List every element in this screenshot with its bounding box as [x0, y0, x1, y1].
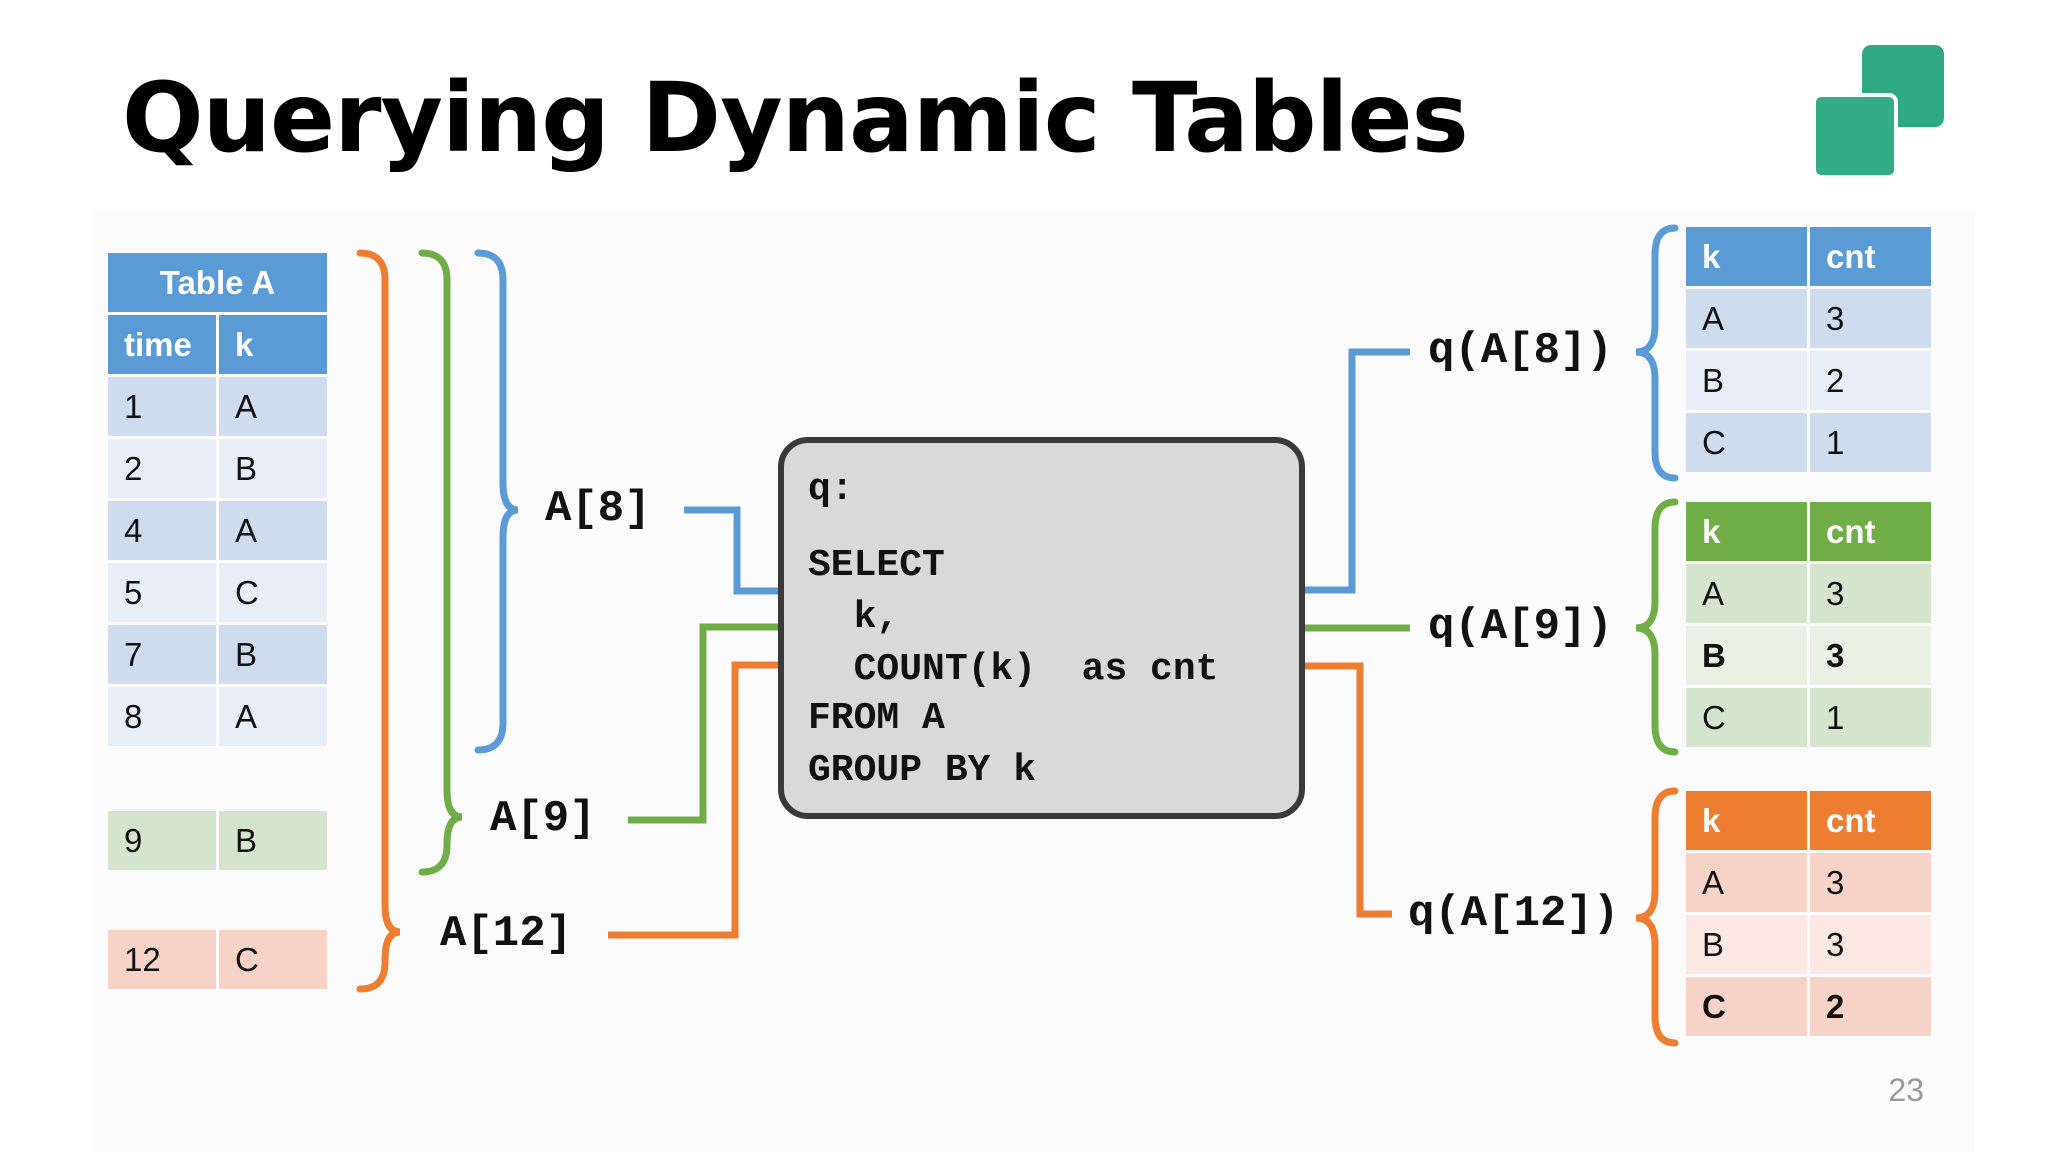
table-cell: B: [1686, 915, 1807, 974]
table-cell: 1: [108, 377, 216, 436]
table-a-header-k: k: [219, 315, 327, 374]
result-header-k: k: [1686, 791, 1807, 850]
label-q-a9: q(A[9]): [1428, 602, 1613, 652]
table-cell: 4: [108, 501, 216, 560]
brace-a8: [474, 249, 519, 754]
query-line: k,: [808, 596, 900, 639]
query-line: FROM A: [808, 697, 945, 740]
query-name: q:: [808, 468, 854, 511]
brace-result-9: [1635, 498, 1679, 756]
table-cell: 3: [1810, 626, 1931, 685]
label-q-a8: q(A[8]): [1428, 326, 1613, 376]
brace-result-12: [1635, 787, 1679, 1047]
table-cell: 8: [108, 687, 216, 746]
brace-result-8: [1635, 224, 1679, 482]
table-cell: B: [219, 625, 327, 684]
table-cell: 2: [1810, 351, 1931, 410]
wire-a9-in: [628, 623, 778, 824]
table-cell: 5: [108, 563, 216, 622]
table-cell: A: [1686, 289, 1807, 348]
table-cell: A: [1686, 564, 1807, 623]
wire-a12-in: [608, 661, 778, 939]
table-cell: 3: [1810, 853, 1931, 912]
query-line: SELECT: [808, 544, 945, 587]
table-cell: B: [219, 811, 327, 870]
brace-a9: [418, 249, 463, 876]
wire-a8-in: [684, 506, 778, 595]
table-cell: A: [219, 501, 327, 560]
table-cell: 2: [1810, 977, 1931, 1036]
label-q-a12: q(A[12]): [1408, 889, 1620, 939]
table-cell: C: [1686, 977, 1807, 1036]
table-cell: C: [1686, 688, 1807, 747]
wire-a12-out: [1305, 662, 1392, 918]
result-header-k: k: [1686, 502, 1807, 561]
result-header-cnt: cnt: [1810, 227, 1931, 286]
table-cell: 3: [1810, 915, 1931, 974]
label-a12: A[12]: [440, 909, 573, 959]
table-cell: 1: [1810, 688, 1931, 747]
table-cell: A: [219, 687, 327, 746]
table-cell: C: [1686, 413, 1807, 472]
table-cell: B: [219, 439, 327, 498]
table-cell: A: [219, 377, 327, 436]
table-cell: C: [219, 930, 327, 989]
label-a9: A[9]: [490, 794, 596, 844]
slide-title: Querying Dynamic Tables: [122, 62, 1469, 174]
table-cell: A: [1686, 853, 1807, 912]
result-header-cnt: cnt: [1810, 502, 1931, 561]
table-cell: 9: [108, 811, 216, 870]
result-header-k: k: [1686, 227, 1807, 286]
table-cell: 2: [108, 439, 216, 498]
brace-a12: [356, 249, 401, 993]
table-cell: C: [219, 563, 327, 622]
wire-a8-out: [1305, 348, 1410, 594]
query-line: COUNT(k) as cnt: [808, 648, 1219, 691]
table-cell: 3: [1810, 564, 1931, 623]
label-a8: A[8]: [545, 484, 651, 534]
table-a-caption: Table A: [108, 253, 327, 312]
table-cell: 12: [108, 930, 216, 989]
table-cell: 1: [1810, 413, 1931, 472]
table-cell: 3: [1810, 289, 1931, 348]
query-line: GROUP BY k: [808, 749, 1037, 792]
query-box: [778, 437, 1305, 819]
table-cell: B: [1686, 626, 1807, 685]
result-header-cnt: cnt: [1810, 791, 1931, 850]
page-number: 23: [1888, 1072, 1924, 1108]
logo-icon: [1812, 45, 1948, 179]
table-a-header-time: time: [108, 315, 216, 374]
table-cell: 7: [108, 625, 216, 684]
table-cell: B: [1686, 351, 1807, 410]
